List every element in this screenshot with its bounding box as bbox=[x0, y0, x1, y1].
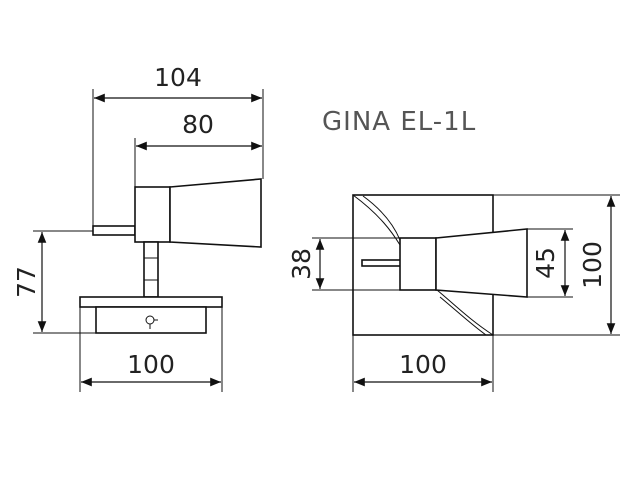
dimension-80-label: 80 bbox=[182, 110, 214, 139]
dimension-plate-height-label: 100 bbox=[578, 241, 607, 289]
front-stem bbox=[361, 259, 403, 267]
front-view: 38 45 100 100 bbox=[287, 194, 620, 392]
dimension-plate-width: 100 bbox=[352, 335, 494, 392]
dimension-height: 77 bbox=[12, 230, 96, 334]
dimension-overall-depth: 104 bbox=[92, 63, 264, 226]
wall-bracket bbox=[92, 225, 136, 236]
dimension-base-100-label: 100 bbox=[127, 350, 175, 379]
dimension-plate-width-label: 100 bbox=[399, 350, 447, 379]
front-hinge bbox=[399, 237, 437, 291]
base-top bbox=[79, 296, 223, 308]
side-view: 104 80 77 100 bbox=[12, 63, 264, 392]
lamp-shade bbox=[169, 178, 262, 248]
plate-shade-bottom bbox=[436, 289, 494, 336]
dimension-base-width: 100 bbox=[79, 307, 223, 392]
dimension-45-label: 45 bbox=[531, 247, 560, 279]
dimension-arm-depth: 80 bbox=[134, 110, 262, 187]
dimension-large-diameter: 45 bbox=[527, 228, 573, 298]
lamp-hinge bbox=[134, 186, 171, 243]
dimension-38-label: 38 bbox=[287, 248, 316, 280]
product-title: GINA EL-1L bbox=[322, 107, 476, 137]
dimension-small-diameter: 38 bbox=[287, 237, 400, 291]
dimension-77-label: 77 bbox=[12, 266, 41, 298]
plate-shade-top bbox=[352, 194, 401, 246]
dimension-104-label: 104 bbox=[154, 63, 202, 92]
switch-icon bbox=[145, 315, 158, 329]
base-box bbox=[95, 306, 207, 334]
dimension-plate-height: 100 bbox=[493, 194, 620, 336]
lamp-stem bbox=[143, 241, 159, 298]
front-lamp-shade bbox=[435, 228, 528, 298]
